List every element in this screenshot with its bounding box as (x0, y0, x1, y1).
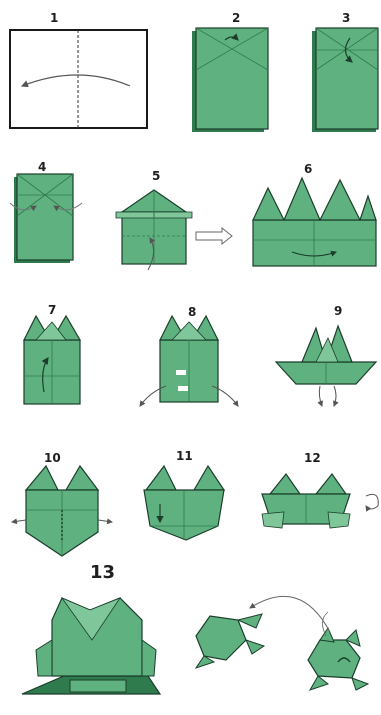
transition-arrow (196, 228, 232, 244)
step-2-figure (192, 28, 268, 132)
step-5-figure (116, 190, 192, 270)
step-13-jumping-frogs (196, 596, 368, 690)
step-11-figure (144, 466, 224, 540)
step-12-figure (262, 474, 378, 528)
step-1-figure (10, 30, 147, 128)
step-13-frog-figure (22, 598, 160, 694)
step-6-figure (253, 178, 376, 266)
step-8-figure (140, 316, 238, 406)
step-3-figure (312, 28, 378, 132)
step-7-figure (24, 316, 80, 404)
step-4-figure (10, 174, 82, 263)
step-10-figure (12, 466, 112, 556)
step-9-figure (276, 326, 376, 406)
